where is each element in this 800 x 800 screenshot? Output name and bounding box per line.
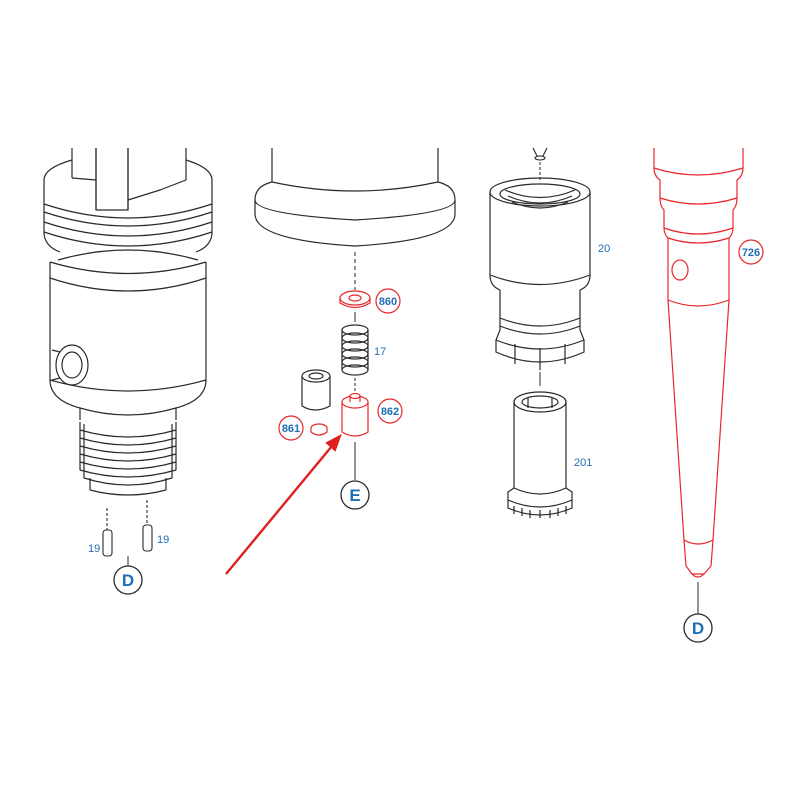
sleeve bbox=[301, 369, 331, 411]
dowel-pin-right bbox=[142, 500, 153, 552]
callout-19-left: 19 bbox=[88, 543, 100, 555]
washer-860 bbox=[339, 290, 371, 309]
callout-861: 861 bbox=[278, 415, 304, 441]
valve-piston-862 bbox=[341, 392, 369, 437]
svg-text:862: 862 bbox=[381, 406, 399, 418]
valve-housing bbox=[254, 148, 456, 247]
ball-861 bbox=[310, 423, 328, 436]
spring-17 bbox=[341, 324, 369, 376]
svg-text:861: 861 bbox=[282, 423, 300, 435]
section-marker-e: E bbox=[340, 480, 370, 510]
callout-201: 201 bbox=[574, 457, 592, 469]
section-marker-right-d: D bbox=[683, 613, 713, 643]
nozzle-retaining-nut-20 bbox=[489, 177, 591, 370]
callout-860: 860 bbox=[375, 288, 401, 314]
section-marker-left-d: D bbox=[113, 565, 143, 595]
callout-862: 862 bbox=[377, 398, 403, 424]
dowel-pin-left bbox=[102, 508, 113, 557]
injector-body bbox=[43, 148, 213, 496]
callout-17: 17 bbox=[374, 346, 386, 358]
callout-19-right: 19 bbox=[157, 534, 169, 546]
arrow-icon bbox=[225, 433, 342, 575]
svg-text:726: 726 bbox=[742, 247, 760, 259]
svg-text:D: D bbox=[692, 619, 704, 638]
injection-nozzle-726 bbox=[653, 148, 744, 578]
spacer-sleeve-201 bbox=[507, 391, 573, 518]
nozzle-top-tip bbox=[532, 147, 548, 161]
callout-726: 726 bbox=[738, 239, 764, 265]
svg-text:D: D bbox=[122, 571, 134, 590]
svg-text:E: E bbox=[349, 486, 360, 505]
callout-20: 20 bbox=[598, 243, 610, 255]
svg-text:860: 860 bbox=[379, 296, 397, 308]
